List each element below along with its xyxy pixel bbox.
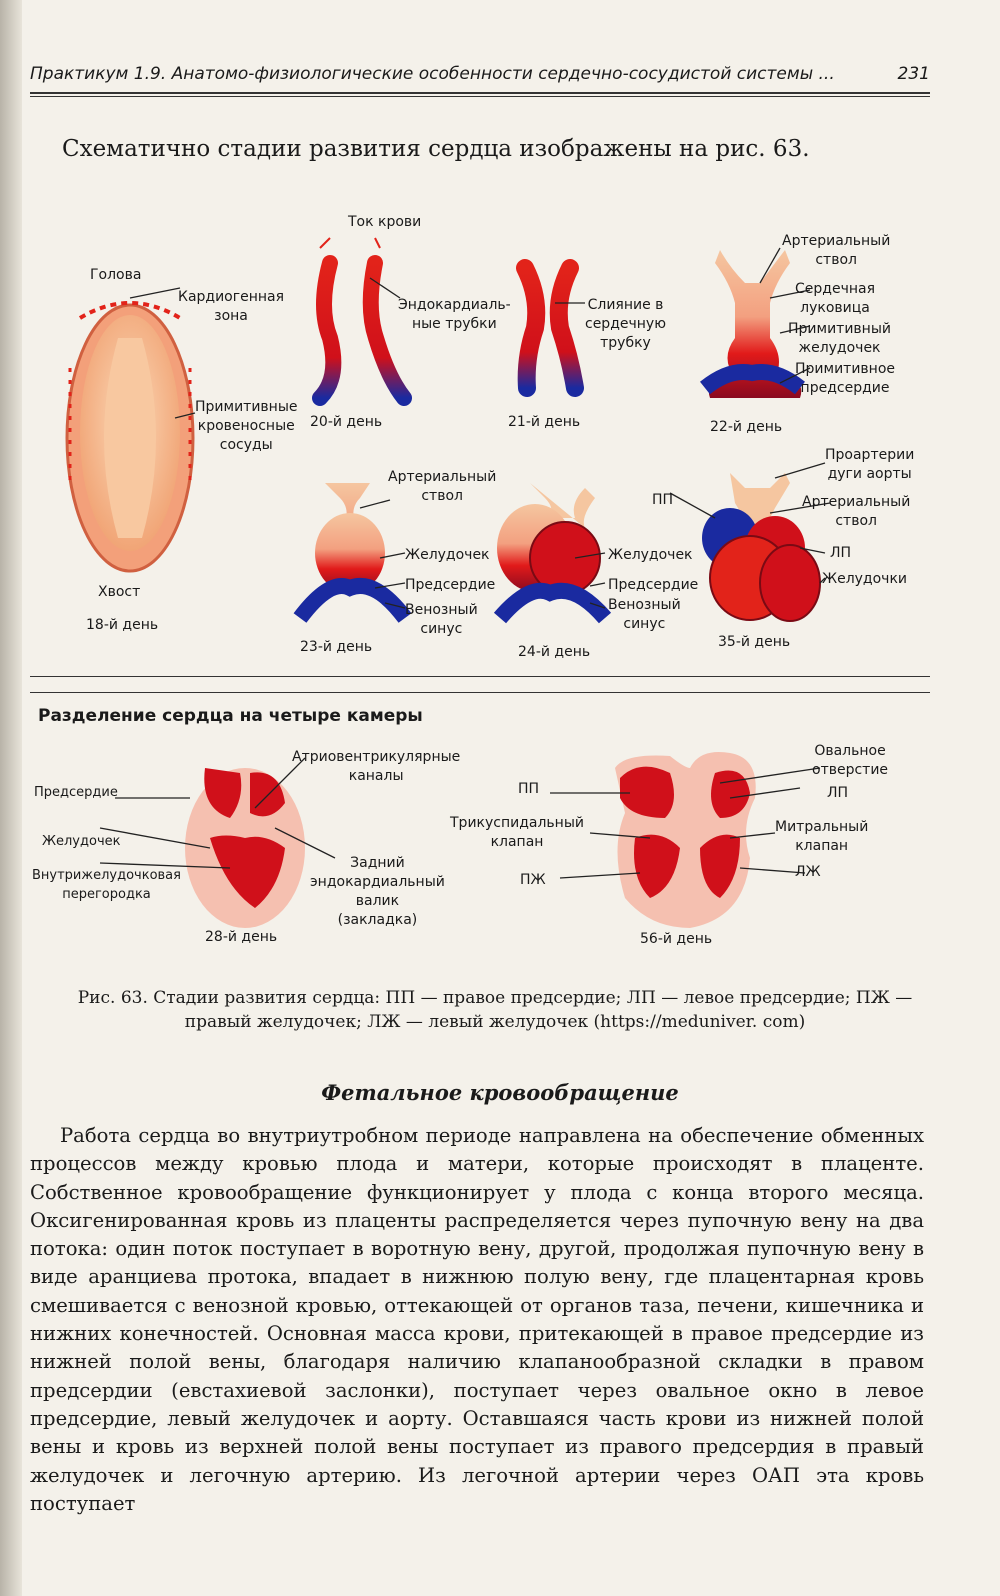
label-day-20: 20-й день [310,414,383,430]
running-head-title: Практикум 1.9. Анатомо-физиологические о… [30,64,835,84]
label-aortic-arches: Проартерии дуги аорты [825,447,915,482]
label-fusion: Слияние в сердечную трубку [585,297,666,351]
label-arterial-trunk-35: Артериальный ствол [802,494,911,529]
label-atrium-28: Предсердие [34,785,118,800]
heart-22-day [700,250,805,398]
page-number: 231 [897,64,930,84]
leader-lines [99,247,831,879]
label-pzh-56: ПЖ [520,872,546,888]
embryo-18-day [65,301,195,573]
label-ventricles-35: Желудочки [822,571,907,587]
figure-63: Голова Кардиогенная зона Примитивные кро… [30,208,960,1008]
label-av-canals: Атриовентрикулярные каналы [292,749,461,784]
label-endocardial-tubes: Эндокардиаль- ные трубки [398,297,511,332]
label-septum-28: Внутрижелудочковая перегородка [32,868,181,902]
label-endocardial-cushion: Задний эндокардиальный валик (закладка) [310,855,445,928]
label-day-18: 18-й день [86,617,159,633]
label-head: Голова [90,267,142,283]
tubes-20-day [312,237,412,406]
intro-sentence: Схематично стадии развития сердца изобра… [62,136,810,162]
label-sinus-24: Венозный синус [608,597,681,632]
section-rule-bottom [30,692,930,693]
label-day-35: 35-й день [718,634,791,650]
running-head: Практикум 1.9. Анатомо-физиологические о… [30,64,930,84]
figure-illustration [65,237,831,928]
label-atrium-23: Предсердие [405,577,496,593]
label-tail: Хвост [98,584,141,600]
label-ventricle-24: Желудочек [608,547,693,563]
label-day-22: 22-й день [710,419,783,435]
section-heading: Фетальное кровообращение [321,1080,679,1105]
label-primitive-ventricle: Примитивный желудочек [788,321,891,356]
label-sinus-23: Венозный синус [405,602,478,637]
label-lzh-56: ЛЖ [795,864,821,880]
tube-21-day [516,259,584,397]
label-bulb: Сердечная луковица [795,281,875,316]
label-day-28: 28-й день [205,929,278,945]
header-rule [30,92,930,94]
body-text: Работа сердца во внутриутробном периоде … [30,1122,924,1518]
heart-24-day [493,483,612,624]
label-ventricle-28: Желудочек [42,834,121,849]
label-primitive-atrium: Примитивное предсердие [795,361,896,396]
label-primitive-vessels: Примитивные кровеносные сосуды [195,399,298,453]
label-pp-35: ПП [652,492,674,508]
label-lp-35: ЛП [830,545,852,561]
label-arterial-trunk-22: Артериальный ствол [782,233,891,268]
body-paragraph: Работа сердца во внутриутробном периоде … [30,1124,924,1515]
label-day-24: 24-й день [518,644,591,660]
label-oval-foramen: Овальное отверстие [812,743,889,778]
heart-23-day [293,483,412,623]
label-cardiogenic: Кардиогенная зона [178,289,285,324]
label-ventricle-23: Желудочек [405,547,490,563]
label-day-21: 21-й день [508,414,581,430]
label-atrium-24: Предсердие [608,577,699,593]
page-binding-shadow [0,0,22,1596]
figure-caption: Рис. 63. Стадии развития сердца: ПП — пр… [77,988,913,1032]
header-rule-thin [30,96,930,97]
label-arterial-trunk-23: Артериальный ствол [388,469,497,504]
label-lp-56: ЛП [827,785,849,801]
label-pp-56: ПП [518,781,540,797]
heart-35-day [702,473,821,622]
heart-28-day [185,768,305,928]
label-day-56: 56-й день [640,931,713,947]
heart-56-day [615,752,756,928]
section-title: Разделение сердца на четыре камеры [38,706,423,726]
section-rule-top [30,676,930,677]
label-blood-flow: Ток крови [348,214,422,230]
label-mitral: Митральный клапан [775,819,869,854]
label-day-23: 23-й день [300,639,373,655]
label-tricuspid: Трикуспидальный клапан [450,815,584,850]
